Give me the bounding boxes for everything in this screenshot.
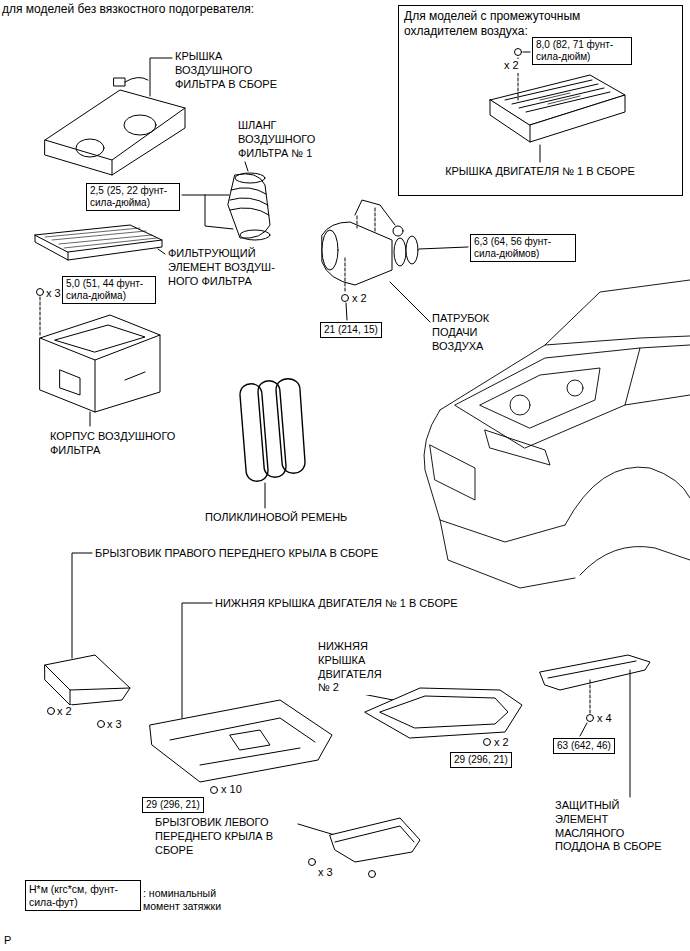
part-label: ПАТРУБОК ПОДАЧИ ВОЗДУХА bbox=[432, 312, 512, 353]
air-filter-case bbox=[37, 289, 161, 427]
air-hose bbox=[182, 162, 270, 240]
v-ribbed-belt bbox=[240, 379, 305, 508]
part-label: ПОЛИКЛИНОВОЙ РЕМЕНЬ bbox=[205, 511, 347, 525]
part-label: КРЫШКА ДВИГАТЕЛЯ № 1 В СБОРЕ bbox=[430, 165, 650, 179]
left-splash-shield bbox=[298, 818, 420, 878]
part-label: ЗАЩИТНЫЙ ЭЛЕМЕНТ МАСЛЯНОГО ПОДДОНА В СБО… bbox=[555, 799, 667, 854]
torque-box: 5,0 (51, 44 фунт-сила-дюйма) bbox=[62, 276, 156, 304]
right-splash-shield bbox=[45, 553, 130, 728]
torque-box: 29 (296, 21) bbox=[450, 752, 512, 768]
engine-cover bbox=[490, 49, 625, 163]
part-label: НИЖНЯЯ КРЫШКА ДВИГАТЕЛЯ № 1 В СБОРЕ bbox=[215, 597, 458, 611]
torque-box: 8,0 (82, 71 фунт-сила-дюйм) bbox=[532, 37, 632, 65]
legend-note: : номинальный момент затяжки bbox=[143, 887, 231, 912]
torque-box-text: 63 (642, 46) bbox=[557, 740, 611, 752]
torque-box: 63 (642, 46) bbox=[553, 738, 615, 754]
quantity-label: x 2 bbox=[504, 59, 519, 73]
quantity-label: x 3 bbox=[318, 866, 333, 880]
torque-box-text: 5,0 (51, 44 фунт-сила-дюйма) bbox=[66, 278, 152, 302]
quantity-label: x 2 bbox=[494, 736, 509, 750]
legend-box-text: Н*м (кгс*см, фунт-сила-фут) bbox=[29, 883, 137, 908]
heading-text: для моделей без вязкостного подогревател… bbox=[2, 2, 254, 16]
quantity-label: x 4 bbox=[597, 712, 612, 726]
quantity-label: x 2 bbox=[352, 292, 367, 306]
part-label: БРЫЗГОВИК ЛЕВОГО ПЕРЕДНЕГО КРЫЛА В СБОРЕ bbox=[155, 816, 290, 857]
part-label: ШЛАНГ ВОЗДУШНОГО ФИЛЬТРА № 1 bbox=[238, 119, 338, 160]
torque-box-text: 2,5 (25, 22 фунт-сила-дюйма) bbox=[90, 185, 176, 209]
torque-box: 29 (296, 21) bbox=[142, 797, 204, 813]
legend-box: Н*м (кгс*см, фунт-сила-фут): номинальный… bbox=[25, 880, 141, 911]
oil-pan-guard bbox=[540, 655, 650, 797]
quantity-label: x 3 bbox=[46, 287, 61, 301]
part-label: КРЫШКА ВОЗДУШНОГО ФИЛЬТРА В СБОРЕ bbox=[175, 50, 287, 91]
quantity-label: x 2 bbox=[57, 705, 72, 719]
part-label: НИЖНЯЯ КРЫШКА ДВИГАТЕЛЯ № 2 bbox=[318, 640, 393, 695]
quantity-label: x 3 bbox=[107, 718, 122, 732]
torque-box: 2,5 (25, 22 фунт-сила-дюйма) bbox=[86, 183, 180, 211]
filter-element bbox=[35, 225, 165, 260]
torque-box-text: 8,0 (82, 71 фунт-сила-дюйм) bbox=[536, 39, 628, 63]
engine-under-cover-1 bbox=[150, 603, 332, 794]
part-label: БРЫЗГОВИК ПРАВОГО ПЕРЕДНЕГО КРЫЛА В СБОР… bbox=[95, 547, 378, 561]
torque-box: 21 (214, 15) bbox=[320, 322, 382, 338]
torque-box-text: 21 (214, 15) bbox=[324, 324, 378, 336]
air-filter-cap bbox=[45, 58, 185, 175]
page-code: P bbox=[4, 934, 11, 948]
part-label: ФИЛЬТРУЮЩИЙ ЭЛЕМЕНТ ВОЗДУШ-НОГО ФИЛЬТРА bbox=[168, 247, 283, 288]
air-intake-pipe bbox=[322, 200, 468, 322]
torque-box-text: 6,3 (64, 56 фунт-сила-дюймов) bbox=[474, 236, 572, 260]
quantity-label: x 10 bbox=[221, 783, 242, 797]
torque-box-text: 29 (296, 21) bbox=[146, 799, 200, 811]
torque-box-text: 29 (296, 21) bbox=[454, 754, 508, 766]
variant-panel-text: Для моделей с промежуточным охладителем … bbox=[404, 9, 604, 39]
part-label: КОРПУС ВОЗДУШНОГО ФИЛЬТРА bbox=[50, 430, 185, 458]
vehicle-outline bbox=[424, 280, 690, 588]
torque-box: 6,3 (64, 56 фунт-сила-дюймов) bbox=[470, 234, 576, 262]
